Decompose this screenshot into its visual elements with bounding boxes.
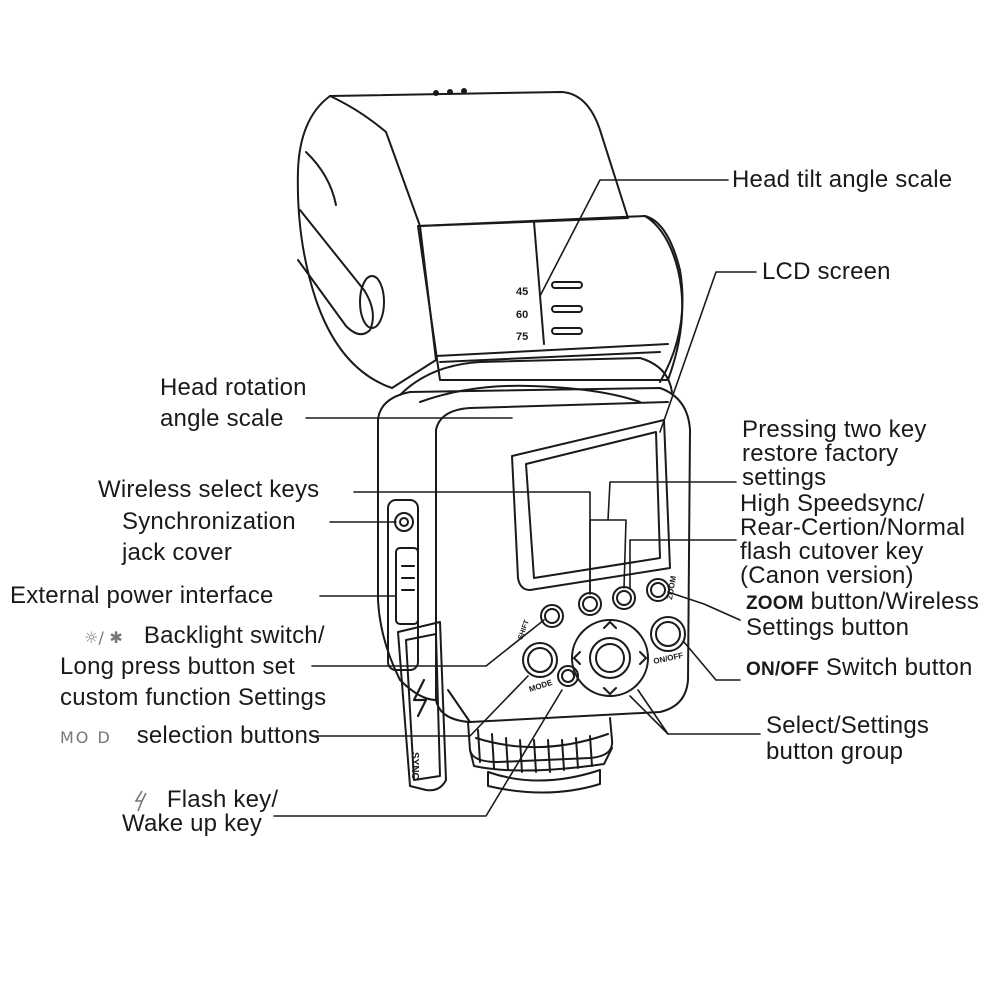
flash-body	[377, 387, 691, 792]
label-mode-selection: MO D selection buttons	[60, 724, 320, 750]
leader-zoom	[667, 591, 741, 621]
label-hss-1: High Speedsync/	[740, 490, 925, 517]
leader-onoff	[683, 641, 741, 681]
label-lcd-screen: LCD screen	[762, 258, 891, 285]
leader-lines	[273, 179, 761, 817]
label-pressing-3: settings	[742, 464, 827, 491]
label-longpress-1: Long press button set	[60, 653, 296, 680]
swivel-neck	[399, 357, 673, 403]
label-flash-2: Wake up key	[122, 810, 263, 837]
flash-head	[296, 88, 684, 389]
leader-lcd	[659, 271, 757, 433]
label-ext-power: External power interface	[10, 582, 274, 609]
backlight-text: Backlight switch/	[143, 622, 325, 649]
mode-text: selection buttons	[136, 722, 321, 749]
mode-button-label: MODE	[528, 678, 554, 694]
label-select-1: Select/Settings	[766, 712, 930, 739]
zoom-rest: button/Wireless	[803, 588, 980, 615]
label-zoom-2: Settings button	[746, 614, 910, 641]
label-longpress-2: custom function Settings	[60, 684, 327, 711]
label-zoom-1: ZOOM button/Wireless	[746, 590, 979, 616]
leader-flash	[273, 689, 563, 817]
label-hss-4: (Canon version)	[740, 562, 914, 589]
backlight-icon: ☼/ ✱	[84, 628, 124, 647]
leader-hss	[629, 539, 737, 589]
button-panel	[522, 578, 686, 697]
hot-shoe	[467, 717, 614, 794]
onoff-rest: Switch button	[818, 654, 973, 681]
leader-wireless	[353, 491, 591, 595]
label-hss-3: flash cutover key	[740, 538, 924, 565]
label-onoff: ON/OFF Switch button	[746, 656, 973, 682]
label-wireless-select: Wireless select keys	[98, 476, 320, 503]
shift-button-label: SHIFT	[517, 619, 531, 641]
tilt-75-label: 75	[516, 331, 528, 343]
zoom-word: ZOOM	[746, 593, 804, 614]
leader-mode	[315, 675, 529, 737]
flash-text-1: Flash key/	[166, 786, 279, 813]
label-sync-1: Synchronization	[122, 508, 296, 535]
label-pressing-1: Pressing two key	[742, 416, 927, 443]
label-flash-1: Flash key/	[132, 788, 278, 812]
label-head-rotation-2: angle scale	[160, 405, 284, 432]
leader-select	[629, 689, 761, 735]
leader-head-tilt	[539, 179, 729, 297]
tilt-45-label: 45	[516, 286, 528, 298]
label-head-rotation-1: Head rotation	[160, 374, 307, 401]
leader-backlight	[311, 619, 545, 667]
label-select-2: button group	[766, 738, 904, 765]
onoff-button-label: ON/OFF	[653, 651, 685, 666]
label-sync-2: jack cover	[122, 539, 233, 566]
tilt-60-label: 60	[516, 309, 528, 321]
onoff-word: ON/OFF	[746, 659, 819, 680]
sync-label: SYNC	[409, 752, 420, 780]
label-backlight: ☼/ ✱ Backlight switch/	[84, 624, 325, 650]
label-pressing-2: restore factory	[742, 440, 899, 467]
mode-icon: MO D	[60, 728, 112, 747]
zoom-button-label: ZOOM	[665, 575, 678, 601]
flash-icon	[134, 790, 147, 811]
label-head-tilt: Head tilt angle scale	[732, 166, 953, 193]
label-hss-2: Rear-Certion/Normal	[740, 514, 966, 541]
